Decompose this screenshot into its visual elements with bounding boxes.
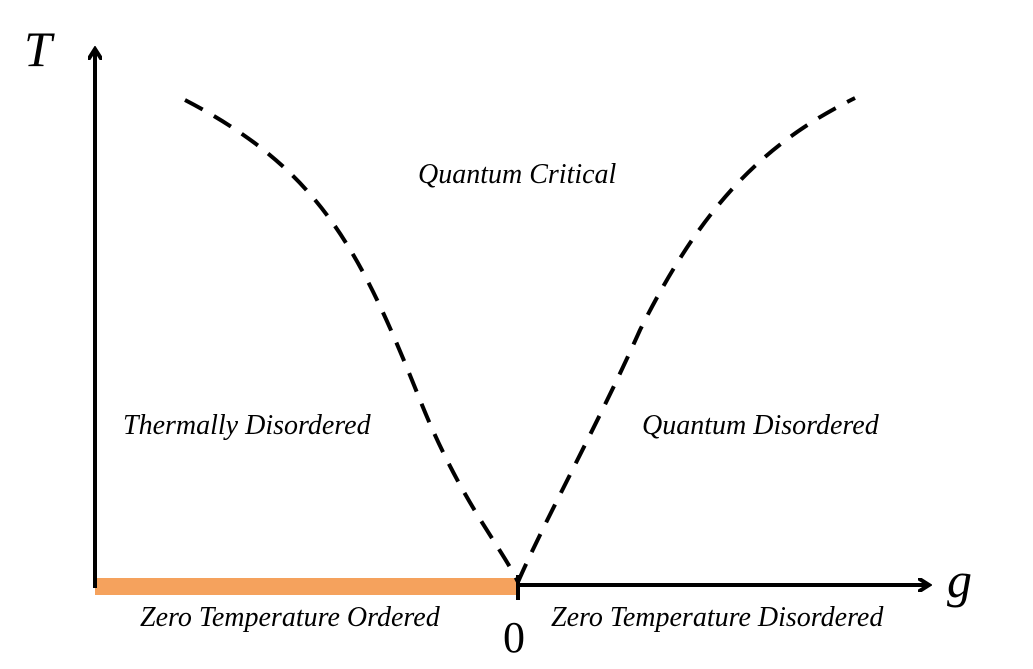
- x-axis-label: g: [947, 552, 972, 608]
- origin-label: 0: [503, 613, 525, 662]
- quantum-critical-label: Quantum Critical: [418, 159, 617, 190]
- y-axis-label: T: [24, 21, 55, 77]
- quantum-disordered-label: Quantum Disordered: [642, 410, 880, 441]
- zero-temp-disordered-label: Zero Temperature Disordered: [551, 602, 884, 633]
- ordered-phase-bar: [95, 578, 518, 595]
- right-crossover-line: [516, 96, 856, 583]
- left-crossover-line: [184, 98, 520, 583]
- thermally-disordered-label: Thermally Disordered: [123, 410, 372, 441]
- zero-temp-ordered-label: Zero Temperature Ordered: [140, 602, 441, 633]
